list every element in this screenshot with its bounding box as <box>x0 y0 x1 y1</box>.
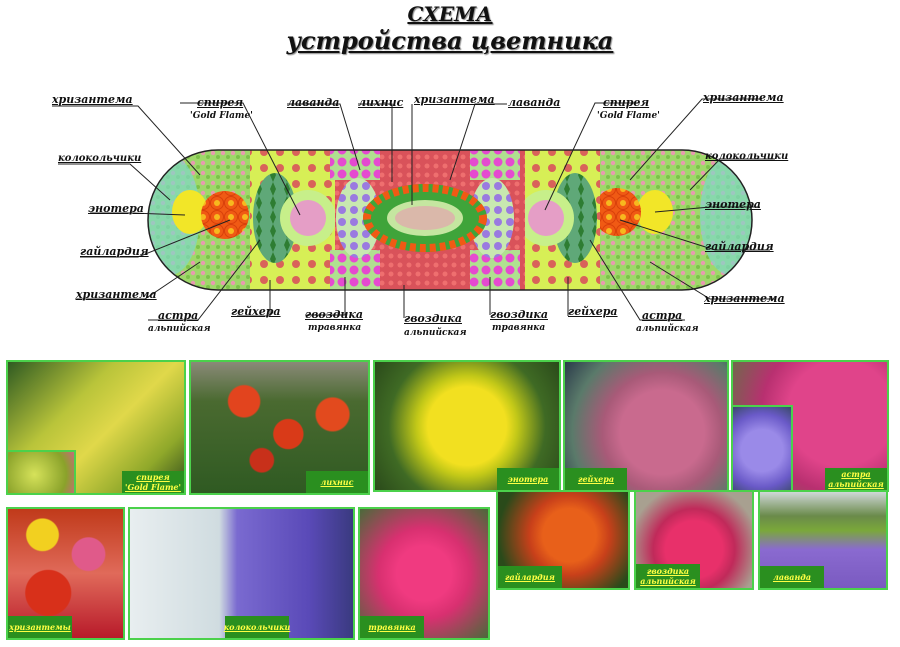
label-spireya-right: спирея <box>603 96 650 109</box>
label-khrizantema-bottom-left: хризантема <box>76 288 157 301</box>
label-kolokolchiki-left: колокольчики <box>58 153 142 164</box>
label-spireya-left: спирея <box>197 96 244 109</box>
label-astra-left-sub: альпийская <box>148 324 211 334</box>
label-khrizantema-top-left: хризантема <box>52 93 133 106</box>
label-khrizantema-top-right: хризантема <box>703 91 784 104</box>
label-gvozdika-left: гвоздика <box>305 308 363 321</box>
caption-text: лаванда <box>772 572 812 582</box>
label-gaylardiya-left: гайлардия <box>80 245 149 258</box>
photo-astra: астра альпийская <box>731 360 889 492</box>
label-spireya-right-sub: 'Gold Flame' <box>597 111 660 121</box>
label-gvozdika-center: гвоздика <box>404 312 462 325</box>
photo-spireya: спирея 'Gold Flame' <box>6 360 186 495</box>
diagram-subtitle: устройства цветника <box>286 26 614 55</box>
label-likhnis: лихнис <box>358 96 404 109</box>
photo-enotera: энотера <box>373 360 561 492</box>
caption-text: хризантемы <box>9 622 71 632</box>
label-lavanda-2: лаванда <box>508 96 561 109</box>
caption-text: спирея <box>136 472 170 482</box>
photo-kolokolchiki: колокольчики <box>128 507 355 640</box>
label-enotera-right: энотера <box>705 198 761 211</box>
photo-caption: астра альпийская <box>825 468 887 490</box>
caption-text: травянка <box>368 622 416 632</box>
label-spireya-left-sub: 'Gold Flame' <box>190 111 253 121</box>
caption-subtext: альпийская <box>640 576 696 586</box>
caption-text: колокольчики <box>223 622 291 632</box>
photo-astra-inset <box>733 405 793 490</box>
photo-caption: хризантемы <box>8 616 72 638</box>
photo-lavanda: лаванда <box>758 490 888 590</box>
label-geykhera-left: гейхера <box>231 305 281 318</box>
photo-caption: колокольчики <box>223 616 291 638</box>
label-astra-right: астра <box>642 309 683 322</box>
label-gvozdika-center-sub: альпийская <box>404 328 467 338</box>
photo-caption: спирея 'Gold Flame' <box>122 471 184 493</box>
label-astra-left: астра <box>158 309 199 322</box>
photo-caption: гайлардия <box>498 566 562 588</box>
label-gvozdika-right: гвоздика <box>490 308 548 321</box>
caption-text: гвоздика <box>646 566 690 576</box>
label-kolokolchiki-right: колокольчики <box>705 151 789 162</box>
caption-subtext: альпийская <box>828 479 884 489</box>
photo-likhnis: лихнис <box>189 360 370 495</box>
label-astra-right-sub: альпийская <box>636 324 699 334</box>
photo-caption: травянка <box>360 616 424 638</box>
diagram-title: СХЕМА <box>407 2 493 26</box>
label-khrizantema-center: хризантема <box>414 93 495 106</box>
label-lavanda-1: лаванда <box>287 96 340 109</box>
label-gaylardiya-right: гайлардия <box>705 240 774 253</box>
photo-caption: энотера <box>497 468 559 490</box>
photo-caption: лихнис <box>306 471 368 493</box>
photo-gvozdika: гвоздика альпийская <box>634 490 754 590</box>
photo-travyanka: травянка <box>358 507 490 640</box>
caption-text: гейхера <box>577 474 615 484</box>
label-enotera-left: энотера <box>88 202 144 215</box>
photo-caption: гвоздика альпийская <box>636 564 700 588</box>
flower-bed-diagram <box>52 98 775 321</box>
photo-khrizantemy: хризантемы <box>6 507 125 640</box>
caption-text: энотера <box>507 474 549 484</box>
caption-subtext: 'Gold Flame' <box>125 482 181 492</box>
photo-spireya-inset <box>8 450 76 493</box>
photo-geykhera: гейхера <box>563 360 729 492</box>
label-geykhera-right: гейхера <box>568 305 618 318</box>
photo-caption: гейхера <box>565 468 627 490</box>
label-gvozdika-right-sub: травянка <box>492 323 546 333</box>
caption-text: гайлардия <box>505 572 555 582</box>
photo-gaylardiya: гайлардия <box>496 490 630 590</box>
label-gvozdika-left-sub: травянка <box>308 323 362 333</box>
label-khrizantema-bottom-right: хризантема <box>704 292 785 305</box>
caption-text: лихнис <box>320 477 354 487</box>
photo-caption: лаванда <box>760 566 824 588</box>
caption-text: астра <box>841 469 871 479</box>
